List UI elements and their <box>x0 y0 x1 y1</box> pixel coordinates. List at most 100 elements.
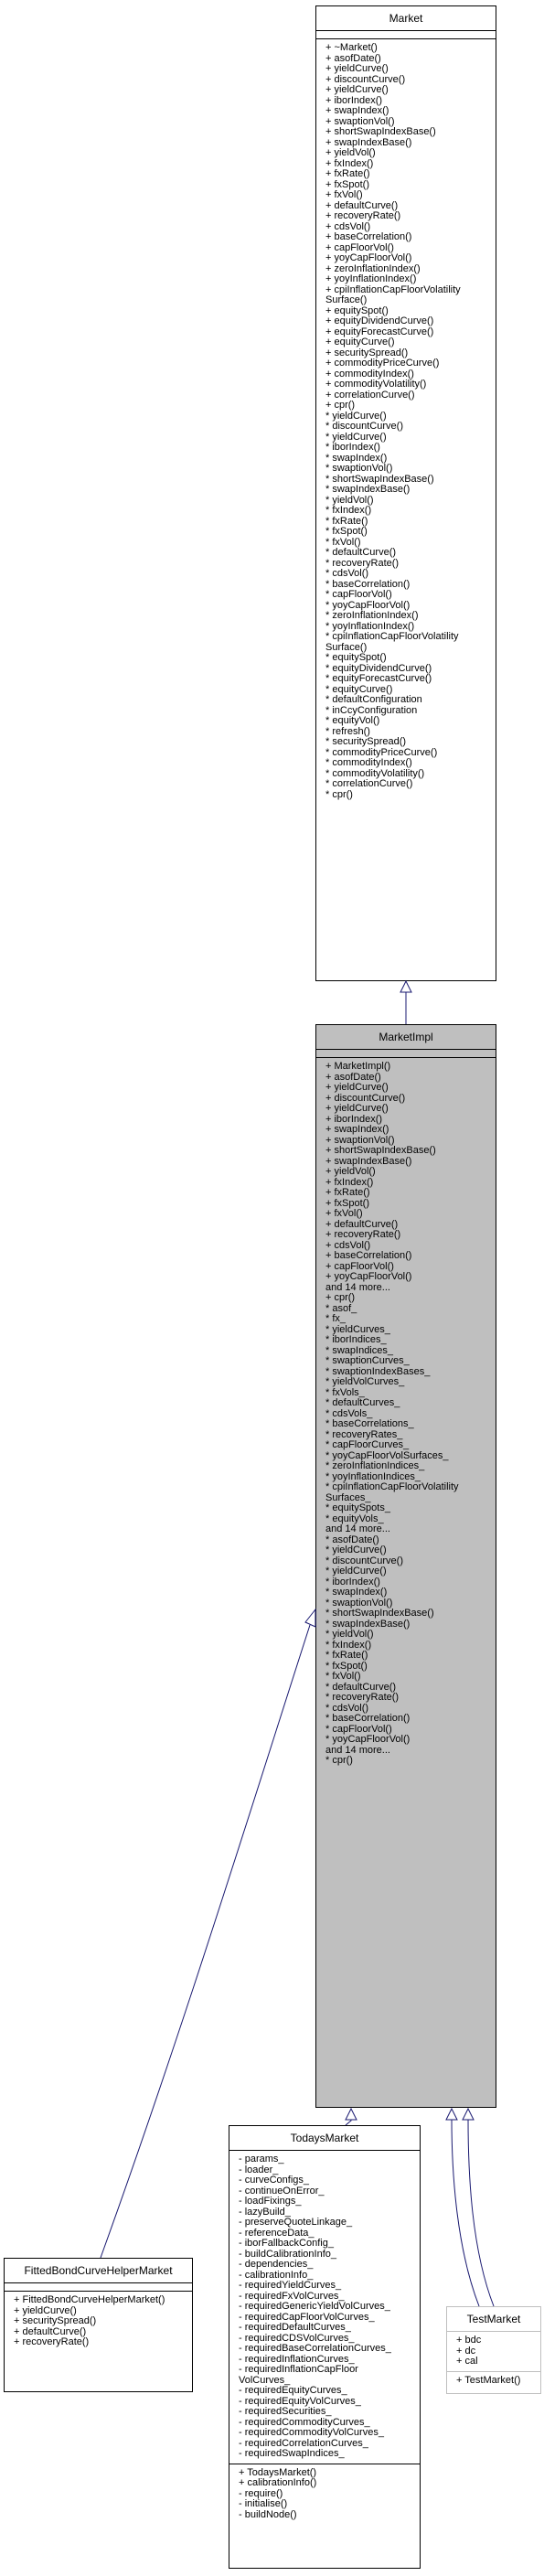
member-line: + yieldCurve() <box>14 2305 77 2316</box>
member-line: * yieldCurves_ <box>325 1324 390 1335</box>
member-line: - requiredSwapIndices_ <box>239 2449 345 2459</box>
member-line: * cpr() <box>325 789 353 800</box>
member-line: + cpiInflationCapFloorVolatility <box>325 284 461 295</box>
member-line: * fxSpot() <box>325 1661 368 1672</box>
attributes-section <box>5 2283 192 2292</box>
class-marketimpl[interactable]: MarketImpl + MarketImpl()+ asofDate()+ y… <box>315 1024 496 2108</box>
member-line: - curveConfigs_ <box>239 2175 310 2186</box>
member-line: and 14 more... <box>325 1524 390 1534</box>
member-line: + yoyCapFloorVol() <box>325 253 412 263</box>
member-line: + recoveryRate() <box>325 211 401 221</box>
member-line: * yieldCurve() <box>325 1545 387 1555</box>
member-line: + commodityIndex() <box>325 369 414 379</box>
member-line: + cdsVol() <box>325 221 371 232</box>
class-market[interactable]: Market + ~Market()+ asofDate()+ yieldCur… <box>315 5 496 981</box>
member-line: + yieldCurve() <box>325 85 389 95</box>
member-line: * yieldVol() <box>325 1630 374 1640</box>
member-line: - requiredInflationCapFloor <box>239 2365 358 2375</box>
member-line: + yieldVol() <box>325 148 376 158</box>
member-line: + fxRate() <box>325 1188 370 1198</box>
member-line: * zeroInflationIndex() <box>325 611 419 621</box>
member-line: * equitySpots_ <box>325 1503 390 1513</box>
member-line: + shortSwapIndexBase() <box>325 127 436 137</box>
member-line: * yieldCurve() <box>325 432 387 443</box>
class-title: MarketImpl <box>316 1025 496 1050</box>
methods-section: + ~Market()+ asofDate()+ yieldCurve()+ d… <box>316 39 496 804</box>
member-line: * recoveryRate() <box>325 558 400 569</box>
member-line: * swapIndexBase() <box>325 485 411 495</box>
member-line: * fxVol() <box>325 537 361 548</box>
member-line: * defaultConfiguration <box>325 695 422 705</box>
member-line: * fxVols_ <box>325 1387 365 1398</box>
member-line: * baseCorrelations_ <box>325 1419 414 1429</box>
member-line: * fxIndex() <box>325 1640 372 1651</box>
member-line: - require() <box>239 2488 283 2499</box>
member-line: * yieldVolCurves_ <box>325 1377 405 1387</box>
inheritance-arrowhead <box>462 2107 475 2121</box>
member-line: + yieldCurve() <box>325 64 389 74</box>
member-line: * defaultCurve() <box>325 548 397 558</box>
inheritance-arrowhead <box>304 1608 316 1628</box>
member-line: - buildNode() <box>239 2509 297 2520</box>
member-line: * inCcyConfiguration <box>325 705 418 716</box>
member-line: - dependencies_ <box>239 2260 314 2270</box>
member-line: * swapIndex() <box>325 1587 388 1598</box>
class-testmarket[interactable]: TestMarket + bdc+ dc+ cal + TestMarket() <box>446 2306 541 2394</box>
member-line: + baseCorrelation() <box>325 1251 412 1261</box>
member-line: * fx_ <box>325 1314 347 1324</box>
class-title: FittedBondCurveHelperMarket <box>5 2259 192 2283</box>
member-line: + swaptionVol() <box>325 1135 395 1146</box>
member-line: * swaptionVol() <box>325 464 393 474</box>
member-line: - requiredGenericYieldVolCurves_ <box>239 2302 390 2312</box>
edge-fittedbond-to-marketimpl <box>100 1624 311 2259</box>
member-line: * equityVol() <box>325 716 380 726</box>
member-line: * shortSwapIndexBase() <box>325 474 434 485</box>
member-line: * cpiInflationCapFloorVolatility <box>325 1482 459 1492</box>
member-line: * commodityIndex() <box>325 758 412 768</box>
member-line: + securitySpread() <box>14 2316 97 2326</box>
class-fittedbondcurvehelpermarket[interactable]: FittedBondCurveHelperMarket + FittedBond… <box>4 2258 193 2392</box>
member-line: + discountCurve() <box>325 1093 406 1104</box>
member-line: * cpr() <box>325 1756 353 1766</box>
member-line: + zeroInflationIndex() <box>325 263 421 274</box>
member-line: + TestMarket() <box>456 2375 521 2386</box>
methods-section: + TestMarket() <box>447 2372 540 2390</box>
member-line: + yieldCurve() <box>325 1104 389 1114</box>
member-line: + TodaysMarket() <box>239 2467 317 2478</box>
class-title: TestMarket <box>447 2307 540 2332</box>
member-line: + swaptionVol() <box>325 116 395 127</box>
member-line: * iborIndex() <box>325 443 380 453</box>
member-line: - loader_ <box>239 2164 279 2175</box>
member-line: - continueOnError_ <box>239 2186 325 2197</box>
member-line: + calibrationInfo() <box>239 2478 317 2488</box>
member-line: - requiredFxVolCurves_ <box>239 2291 345 2302</box>
member-line: + shortSwapIndexBase() <box>325 1146 436 1156</box>
member-line: * capFloorVol() <box>325 1724 392 1735</box>
member-line: * discountCurve() <box>325 1555 403 1566</box>
member-line: + commodityPriceCurve() <box>325 358 440 369</box>
member-line: + defaultCurve() <box>325 200 399 211</box>
member-line: + securitySpread() <box>325 347 409 358</box>
member-line: + FittedBondCurveHelperMarket() <box>14 2295 165 2305</box>
member-line: - loadFixings_ <box>239 2197 302 2207</box>
member-line: + equityDividendCurve() <box>325 316 434 326</box>
member-line: + cdsVol() <box>325 1240 371 1251</box>
class-title: TodaysMarket <box>229 2126 420 2151</box>
methods-section: + MarketImpl()+ asofDate()+ yieldCurve()… <box>316 1058 496 1770</box>
member-line: + yoyCapFloorVol() <box>325 1272 412 1282</box>
member-line: * fxRate() <box>325 516 368 527</box>
methods-section: + FittedBondCurveHelperMarket()+ yieldCu… <box>5 2292 192 2352</box>
member-line: * equityVols_ <box>325 1513 384 1524</box>
member-line: + fxSpot() <box>325 1198 369 1209</box>
member-line: - referenceData_ <box>239 2228 315 2239</box>
class-todaysmarket[interactable]: TodaysMarket - params_- loader_- curveCo… <box>229 2125 421 2569</box>
member-line: + bdc <box>456 2336 482 2346</box>
inheritance-arrowhead <box>400 979 412 993</box>
member-line: * refresh() <box>325 726 370 737</box>
methods-section: + TodaysMarket()+ calibrationInfo()- req… <box>229 2464 420 2525</box>
attributes-section <box>316 1050 496 1058</box>
member-line: + recoveryRate() <box>14 2337 90 2347</box>
member-line: * yieldVol() <box>325 495 374 506</box>
member-line: + fxVol() <box>325 190 363 200</box>
